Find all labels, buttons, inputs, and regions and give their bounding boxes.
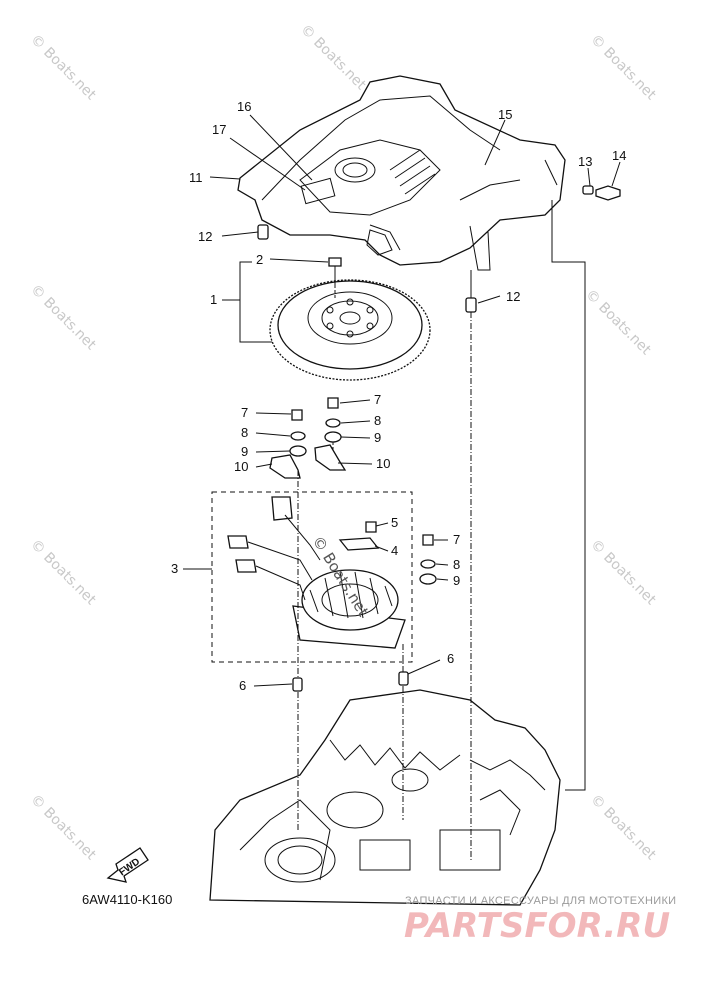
watermark: © Boats.net	[582, 287, 654, 359]
callout-8: 8	[241, 425, 248, 440]
watermark: © Boats.net	[587, 537, 659, 609]
callout-3: 3	[171, 561, 178, 576]
callout-5: 5	[391, 515, 398, 530]
callout-4: 4	[391, 543, 398, 558]
callout-2: 2	[256, 252, 263, 267]
watermark: © Boats.net	[27, 537, 99, 609]
watermark: © Boats.net	[27, 32, 99, 104]
fwd-arrow-icon: FWD	[106, 847, 149, 883]
callout-8: 8	[453, 557, 460, 572]
callout-7: 7	[453, 532, 460, 547]
leader-lines	[183, 114, 621, 687]
callout-7: 7	[374, 392, 381, 407]
brand-name: PARTSFOR.RU	[404, 906, 670, 946]
drawing-code: 6AW4110-K160	[82, 892, 172, 907]
callout-labels: 16 17 11 12 15 13 14 2 1 12 7 7 8 8 9 9 …	[171, 99, 626, 693]
callout-9: 9	[241, 444, 248, 459]
callout-6: 6	[447, 651, 454, 666]
callout-13: 13	[578, 154, 592, 169]
brand-tagline: ЗАПЧАСТИ И АКСЕССУАРЫ ДЛЯ МОТОТЕХНИКИ	[405, 895, 676, 907]
callout-17: 17	[212, 122, 226, 137]
watermark: © Boats.net	[27, 282, 99, 354]
callout-10: 10	[234, 459, 248, 474]
callout-10: 10	[376, 456, 390, 471]
callout-9: 9	[453, 573, 460, 588]
callout-9: 9	[374, 430, 381, 445]
callout-1: 1	[210, 292, 217, 307]
brand-logo: ЗАПЧАСТИ И АКСЕССУАРЫ ДЛЯ МОТОТЕХНИКИ PA…	[404, 895, 676, 946]
flywheel	[269, 279, 431, 381]
watermark: © Boats.net	[27, 792, 99, 864]
callout-15: 15	[498, 107, 512, 122]
engine-block	[209, 689, 561, 906]
callout-12: 12	[198, 229, 212, 244]
stator-assembly	[211, 491, 413, 663]
callout-12: 12	[506, 289, 520, 304]
watermark: © Boats.net	[587, 792, 659, 864]
callout-8: 8	[374, 413, 381, 428]
hardware	[257, 185, 621, 692]
flywheel-cover	[237, 75, 566, 271]
callout-7: 7	[241, 405, 248, 420]
callout-16: 16	[237, 99, 251, 114]
callout-6: 6	[239, 678, 246, 693]
alignment-lines	[297, 200, 586, 860]
watermark: © Boats.net	[297, 22, 369, 94]
callout-11: 11	[189, 170, 203, 185]
callout-14: 14	[612, 148, 626, 163]
watermark: © Boats.net	[587, 32, 659, 104]
